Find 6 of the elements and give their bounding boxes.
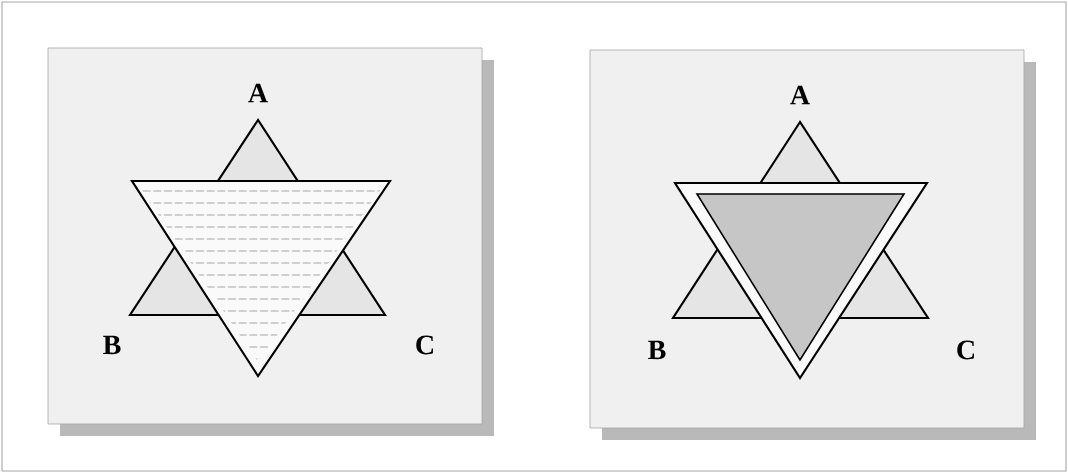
vertex-label: A [790,85,810,105]
vertex-label: A [248,83,268,103]
vertex-label: C [416,335,433,355]
vertex-label: B [648,340,666,360]
vertex-label: B [103,335,121,355]
vertex-label: C [957,340,974,360]
